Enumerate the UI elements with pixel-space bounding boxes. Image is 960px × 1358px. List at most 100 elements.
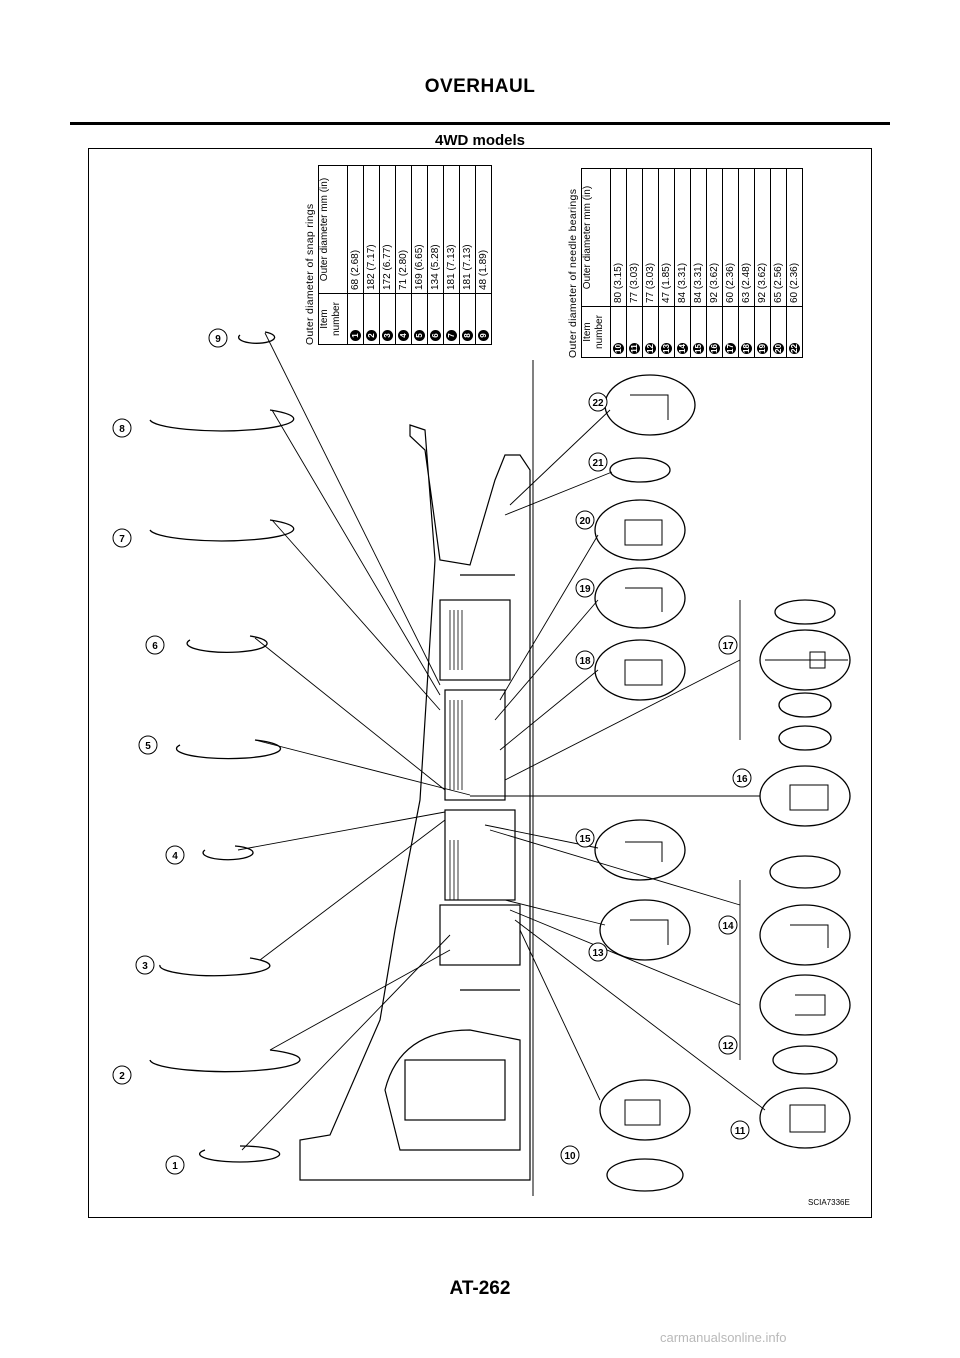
outer-diameter-cell: 48 (1.89) (475, 165, 492, 294)
svg-text:1: 1 (172, 1161, 178, 1172)
snap-ring-graphics (149, 331, 301, 1163)
item-number-cell: 9 (475, 293, 492, 345)
item-number-badge: 2 (365, 330, 377, 341)
item-number-badge: 12 (644, 343, 656, 354)
callout-15: 15 (575, 828, 595, 848)
svg-text:5: 5 (145, 741, 151, 752)
snap-ring-2 (149, 1049, 301, 1073)
item-number-cell: 7 (443, 293, 460, 345)
callout-20: 20 (575, 510, 595, 530)
svg-text:20: 20 (579, 516, 591, 527)
bearing-14-ring (769, 855, 841, 889)
svg-text:11: 11 (735, 1126, 746, 1137)
outer-diameter-cell: 65 (2.56) (770, 168, 787, 307)
callout-13: 13 (588, 942, 608, 962)
callout-18: 18 (575, 650, 595, 670)
item-number-cell: 1 (347, 293, 364, 345)
svg-text:22: 22 (592, 398, 604, 409)
item-number-badge: 18 (740, 343, 752, 354)
bearing-12-ring (772, 1045, 838, 1075)
bearing-17-ring-b (778, 692, 832, 718)
item-number-badge: 1 (349, 330, 361, 341)
item-number-cell: 14 (674, 306, 691, 358)
svg-text:8: 8 (119, 424, 125, 435)
svg-text:13: 13 (592, 948, 604, 959)
item-number-badge: 6 (429, 330, 441, 341)
bearing-17-ring-c (778, 725, 832, 751)
item-number-badge: 17 (724, 343, 736, 354)
item-number-cell: 8 (459, 293, 476, 345)
outer-diameter-cell: 169 (6.65) (411, 165, 428, 294)
item-number-badge: 10 (612, 343, 624, 354)
item-number-cell: 18 (738, 306, 755, 358)
svg-text:3: 3 (142, 961, 148, 972)
item-number-cell: 12 (642, 306, 659, 358)
item-number-cell: 2 (363, 293, 380, 345)
item-number-cell: 22 (786, 306, 803, 358)
item-number-badge: 3 (381, 330, 393, 341)
svg-text:6: 6 (152, 641, 158, 652)
item-number-cell: 20 (770, 306, 787, 358)
clutch-packs (449, 610, 463, 900)
svg-text:21: 21 (592, 458, 604, 469)
callout-3: 3 (135, 955, 155, 975)
figure-frame (88, 148, 872, 1218)
table-row: 6 134 (5.28) (427, 165, 444, 345)
snap-ring-3 (159, 957, 271, 977)
callout-5: 5 (138, 735, 158, 755)
outer-diameter-cell: 68 (2.68) (347, 165, 364, 294)
bearing-10-detail (599, 1079, 691, 1141)
table-row: 14 84 (3.31) (674, 168, 691, 358)
callout-10: 10 (560, 1145, 580, 1165)
item-number-cell: 4 (395, 293, 412, 345)
svg-text:10: 10 (564, 1151, 576, 1162)
callout-21: 21 (588, 452, 608, 472)
needle-bearings-caption: Outer diameter of needle bearings (567, 188, 579, 358)
snap-ring-9 (237, 331, 276, 344)
bearing-16-detail (759, 765, 851, 827)
bearing-18-detail (594, 639, 686, 701)
callout-12: 12 (718, 1035, 738, 1055)
outer-diameter-cell: 63 (2.48) (738, 168, 755, 307)
svg-text:9: 9 (215, 334, 221, 345)
snap-rings-caption: Outer diameter of snap rings (304, 203, 316, 345)
callout-16: 16 (732, 768, 752, 788)
bearing-12-detail (759, 974, 851, 1036)
item-number-cell: 15 (690, 306, 707, 358)
outer-diameter-cell: 60 (2.36) (786, 168, 803, 307)
item-number-badge: 14 (676, 343, 688, 354)
item-number-cell: 6 (427, 293, 444, 345)
outer-diameter-cell: 92 (3.62) (706, 168, 723, 307)
outer-diameter-cell: 172 (6.77) (379, 165, 396, 294)
item-number-badge: 20 (772, 343, 784, 354)
snap-ring-8 (149, 409, 295, 432)
item-number-cell: 13 (658, 306, 675, 358)
bearing-13-detail (599, 899, 691, 961)
svg-text:14: 14 (722, 921, 734, 932)
callout-19: 19 (575, 578, 595, 598)
page-title: OVERHAUL (424, 76, 536, 97)
snap-ring-7 (149, 519, 295, 542)
bearing-10-ring (606, 1158, 684, 1192)
callout-4: 4 (165, 845, 185, 865)
outer-diameter-cell: 134 (5.28) (427, 165, 444, 294)
table-row: 1 68 (2.68) (347, 165, 364, 345)
transmission-section-drawing (299, 424, 531, 1181)
outer-diameter-cell: 71 (2.80) (395, 165, 412, 294)
svg-text:17: 17 (722, 641, 734, 652)
outer-diameter-cell: 84 (3.31) (674, 168, 691, 307)
callout-17: 17 (718, 635, 738, 655)
needle-bearings-table: Outer diameter of needle bearings Item n… (567, 168, 803, 358)
